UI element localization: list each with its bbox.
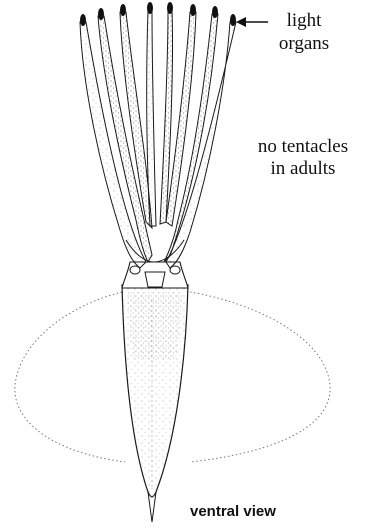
no-tentacles-label-line2: in adults xyxy=(240,158,366,180)
light-organs-label-line2: organs xyxy=(268,33,340,55)
light-organs-label-line1: light xyxy=(268,10,340,32)
light-organ-arrow xyxy=(236,17,268,27)
mantle xyxy=(122,285,188,522)
arms xyxy=(80,10,236,268)
view-caption: ventral view xyxy=(190,503,276,520)
head xyxy=(122,262,188,288)
no-tentacles-label-line1: no tentacles xyxy=(240,136,366,158)
